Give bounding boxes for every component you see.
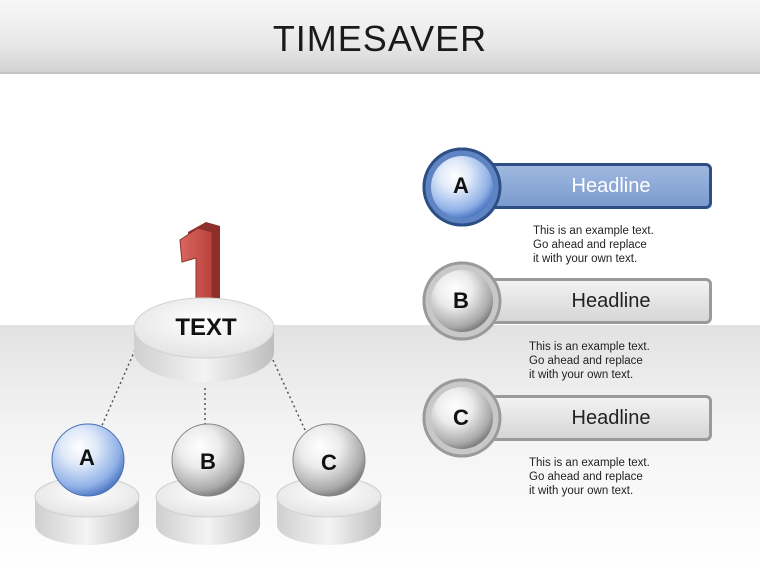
list-label-b: B xyxy=(453,288,469,313)
node-label-a: A xyxy=(79,445,95,470)
description-a-line-2: Go ahead and replace xyxy=(533,239,647,251)
description-b-line-2: Go ahead and replace xyxy=(529,355,643,367)
list-ball-b-front xyxy=(422,261,502,341)
list-label-c: C xyxy=(453,405,469,430)
description-c-line-1: This is an example text. xyxy=(529,457,650,469)
description-a: This is an example text. Go ahead and re… xyxy=(533,224,683,266)
headline-box-c: Headline xyxy=(470,395,712,441)
node-ball-c xyxy=(292,423,366,497)
headline-a: Headline xyxy=(571,174,651,197)
description-c: This is an example text. Go ahead and re… xyxy=(529,456,679,498)
headline-box-b: Headline xyxy=(470,278,712,324)
pedestal-c xyxy=(276,476,382,545)
node-ball-a xyxy=(51,423,125,497)
list-label-a: A xyxy=(453,173,469,198)
description-b-line-1: This is an example text. xyxy=(529,341,650,353)
title-bar: TIMESAVER xyxy=(0,0,760,74)
description-c-line-3: it with your own text. xyxy=(529,485,634,497)
description-a-line-1: This is an example text. xyxy=(533,225,654,237)
node-label-c: C xyxy=(321,450,337,475)
headline-c: Headline xyxy=(571,406,651,429)
list-ball-a-front xyxy=(422,147,502,227)
description-c-line-2: Go ahead and replace xyxy=(529,471,643,483)
node-ball-b xyxy=(171,423,245,497)
top-pedestal xyxy=(133,297,275,382)
description-a-line-3: it with your own text. xyxy=(533,253,638,265)
list-ball-c-front xyxy=(422,378,502,458)
page-title: TIMESAVER xyxy=(272,18,488,59)
connector-lines xyxy=(99,349,306,431)
node-label-b: B xyxy=(200,449,216,474)
description-b: This is an example text. Go ahead and re… xyxy=(529,340,679,382)
pedestal-b xyxy=(155,476,261,545)
description-b-line-3: it with your own text. xyxy=(529,369,634,381)
headline-box-a: Headline xyxy=(470,163,712,209)
top-pedestal-label: TEXT xyxy=(175,314,237,341)
headline-b: Headline xyxy=(571,289,651,312)
